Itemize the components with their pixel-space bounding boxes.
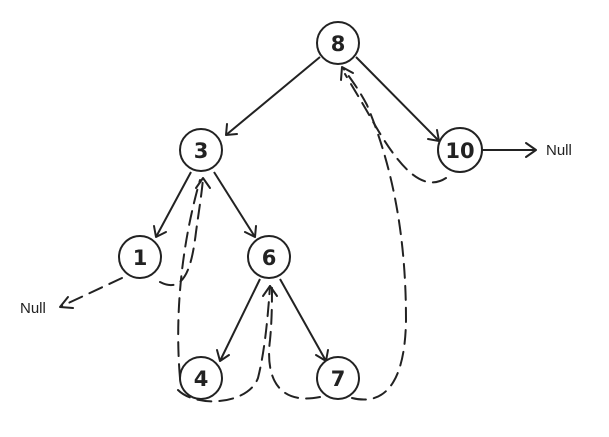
thread-7-to-8 <box>340 66 408 401</box>
edge-3-to-1 <box>153 171 192 238</box>
node-6-label: 6 <box>262 246 277 270</box>
thread-1-to-3 <box>159 177 211 286</box>
null-label-left: Null <box>20 300 46 317</box>
thread-1-to-null <box>59 277 123 309</box>
edge-3-to-6 <box>213 171 257 238</box>
thread-4-to-6 <box>177 285 278 403</box>
node-6: 6 <box>247 235 291 279</box>
node-8-label: 8 <box>331 32 346 56</box>
thread-10-to-8 <box>344 73 447 184</box>
thread-4-to-3 <box>177 179 201 379</box>
edge-6-to-7 <box>279 278 329 362</box>
node-3-label: 3 <box>194 139 209 163</box>
node-3: 3 <box>179 128 223 172</box>
edge-8-to-10 <box>355 56 440 142</box>
node-1: 1 <box>118 235 162 279</box>
node-1-label: 1 <box>133 246 148 270</box>
edge-8-to-3 <box>225 56 321 136</box>
node-7: 7 <box>316 356 360 400</box>
node-10-label: 10 <box>445 139 474 163</box>
edge-6-to-4 <box>216 278 261 362</box>
tree-nodes: 8 3 10 1 6 4 7 <box>118 21 483 400</box>
node-8: 8 <box>316 21 360 65</box>
null-label-right: Null <box>546 142 572 159</box>
node-4: 4 <box>179 356 223 400</box>
thread-7-to-6 <box>268 285 321 400</box>
node-7-label: 7 <box>331 367 346 391</box>
node-10: 10 <box>437 127 483 173</box>
tree-edges <box>153 56 537 362</box>
thread-links <box>59 66 447 403</box>
edge-10-to-null <box>482 142 537 158</box>
node-4-label: 4 <box>194 367 209 391</box>
